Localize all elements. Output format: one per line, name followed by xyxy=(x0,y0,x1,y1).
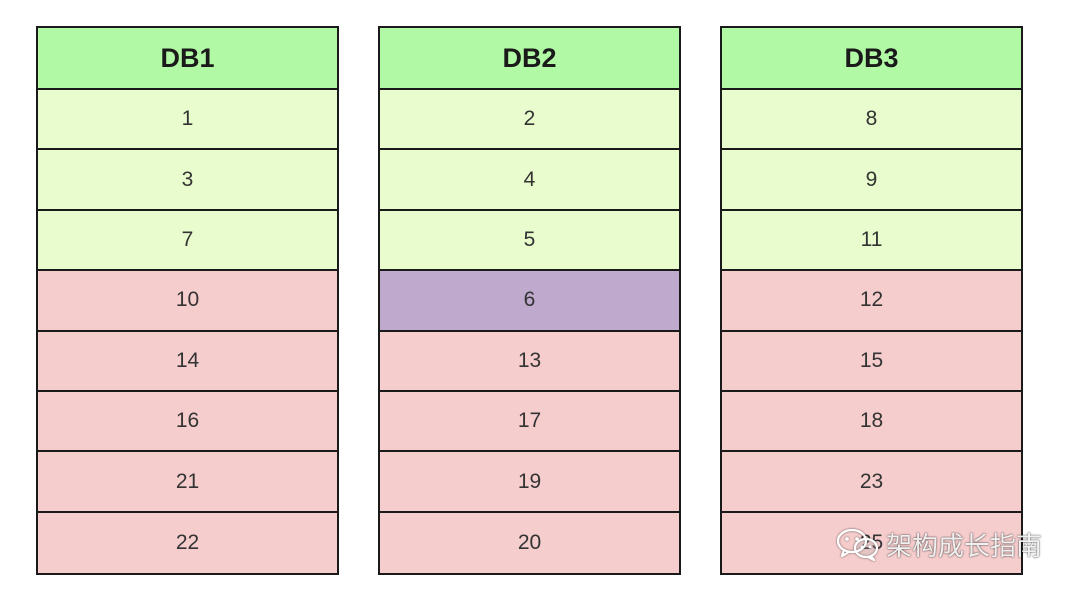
db-row-cell: 2 xyxy=(380,90,679,151)
db-row-cell: 23 xyxy=(722,452,1021,513)
db-header: DB1 xyxy=(38,28,337,90)
db-row-cell: 5 xyxy=(380,210,679,272)
db-row-cell: 19 xyxy=(380,452,679,513)
db-header: DB2 xyxy=(380,28,679,90)
db-row-cell: 25 xyxy=(722,512,1021,574)
db-row-cell: 4 xyxy=(380,150,679,211)
db-row-cell: 1 xyxy=(38,90,337,151)
db-header: DB3 xyxy=(722,28,1021,90)
db-row-cell: 13 xyxy=(380,331,679,392)
db-row-cell: 6 xyxy=(380,271,679,332)
db-row-cell: 16 xyxy=(38,391,337,453)
db-row-cell: 9 xyxy=(722,150,1021,211)
db-row-cell: 15 xyxy=(722,331,1021,392)
db-row-cell: 12 xyxy=(722,271,1021,332)
db-row-cell: 10 xyxy=(38,271,337,332)
db-row-cell: 14 xyxy=(38,331,337,392)
db-row-cell: 18 xyxy=(722,391,1021,453)
db-row-cell: 21 xyxy=(38,452,337,513)
db-row-cell: 20 xyxy=(380,512,679,574)
db-row-cell: 7 xyxy=(38,210,337,272)
db-row-cell: 11 xyxy=(722,210,1021,272)
db-row-cell: 22 xyxy=(38,512,337,574)
db-row-cell: 17 xyxy=(380,391,679,453)
db-row-cell: 8 xyxy=(722,90,1021,151)
db-row-cell: 3 xyxy=(38,150,337,211)
